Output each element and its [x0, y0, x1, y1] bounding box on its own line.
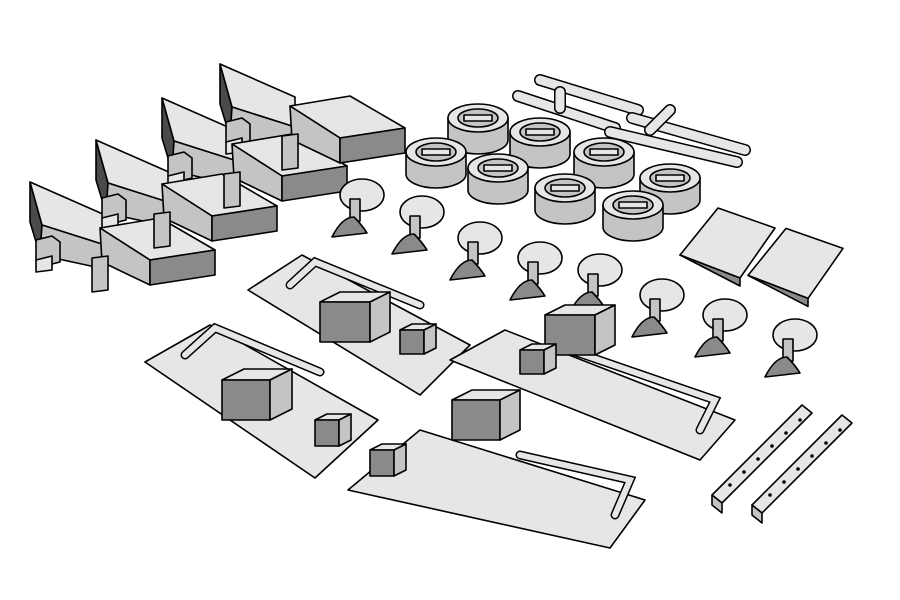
- cylinder-part: [573, 137, 635, 189]
- rod-part: [604, 126, 743, 168]
- base-plate-part: [144, 322, 379, 479]
- rod-part: [534, 74, 644, 116]
- cylinder-part: [602, 190, 664, 242]
- ramp-part: [747, 227, 844, 308]
- cylinder-part: [405, 137, 467, 189]
- block-part: [153, 173, 278, 249]
- wedge-part: [161, 97, 238, 189]
- cylinder-part: [467, 153, 529, 205]
- nozzle-part: [631, 278, 685, 338]
- nozzle-part: [764, 318, 818, 378]
- nozzle-part: [331, 178, 385, 238]
- base-plate-part: [449, 304, 736, 461]
- rail-part: [751, 414, 853, 524]
- nozzle-part: [509, 241, 563, 301]
- cylinder-part: [534, 173, 596, 225]
- rod-part: [512, 90, 621, 134]
- cylinder-part: [639, 163, 701, 215]
- nozzle-part: [569, 253, 623, 313]
- base-plate-part: [347, 389, 646, 549]
- nozzle-part: [449, 221, 503, 281]
- nozzle-part: [391, 195, 445, 255]
- cylinder-part: [509, 117, 571, 169]
- cylinder-part: [447, 103, 509, 155]
- wedge-part: [29, 181, 106, 273]
- nozzle-part: [694, 298, 748, 358]
- rod-part: [644, 104, 676, 136]
- ramp-part: [679, 207, 776, 287]
- rail-part: [711, 404, 813, 514]
- base-plate-part: [247, 254, 471, 396]
- block-part: [281, 95, 406, 171]
